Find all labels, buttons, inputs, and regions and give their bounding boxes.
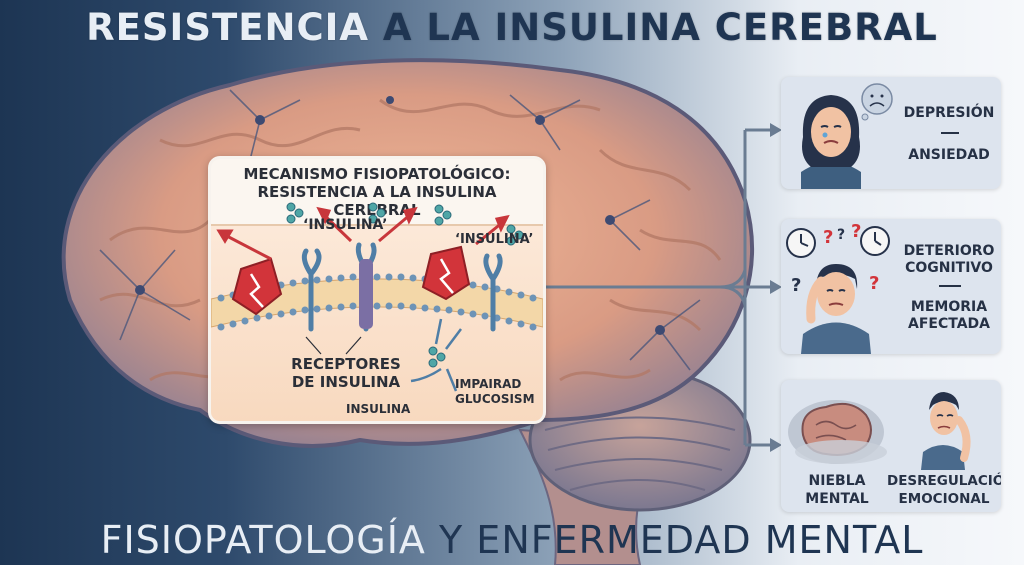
label-insulina-left: ‘INSULINA’ xyxy=(303,217,388,233)
separator xyxy=(939,285,961,287)
card-label-niebla: NIEBLA MENTAL xyxy=(789,472,885,508)
card-label-deterioro: DETERIORO COGNITIVO xyxy=(899,243,999,277)
stressed-man-icon xyxy=(921,392,971,470)
card-deterioro: ? ? ? ? ? DETERIORO COGNITIVO MEMORIA AF… xyxy=(781,219,1001,354)
card-label-desregulacion: DESREGULACIÓN EMOCIONAL xyxy=(887,472,1001,508)
separator xyxy=(941,132,959,134)
card-label-depresion: DEPRESIÓN xyxy=(903,105,995,121)
label-insulina-bottom: INSULINA xyxy=(346,402,411,416)
heading-line2: RESISTENCIA A LA INSULINA CEREBRAL xyxy=(257,183,497,219)
svg-text:?: ? xyxy=(791,275,801,296)
svg-text:?: ? xyxy=(837,227,845,243)
card-label-memoria: MEMORIA AFECTADA xyxy=(899,299,999,333)
label-impaired: IMPAIRAD GLUCOSISM xyxy=(455,377,535,407)
insulin-molecule-icon xyxy=(286,202,524,368)
svg-text:?: ? xyxy=(851,221,861,242)
card-label-memoria-a: MEMORIA xyxy=(910,299,988,315)
main-title-part1: RESISTENCIA xyxy=(86,6,370,49)
label-insulina-right: ‘INSULINA’ xyxy=(455,232,534,247)
main-title: RESISTENCIA A LA INSULINA CEREBRAL xyxy=(0,6,1024,49)
svg-text:?: ? xyxy=(823,227,833,248)
label-receptores: RECEPTORES DE INSULINA xyxy=(281,355,411,391)
connector-arrowheads xyxy=(770,123,782,452)
bottom-title-part2: Y ENFERMEDAD MENTAL xyxy=(425,518,924,562)
sad-face-bubble-icon xyxy=(861,83,893,121)
label-impaired-line1: IMPAIRAD xyxy=(455,377,522,391)
connector-lines xyxy=(540,128,770,447)
label-impaired-line2: GLUCOSISM xyxy=(455,392,535,406)
bottom-title: FISIOPATOLOGÍA Y ENFERMEDAD MENTAL xyxy=(0,518,1024,562)
question-mark-icon: ? ? ? ? ? xyxy=(791,221,879,296)
main-title-part2: A LA INSULINA CEREBRAL xyxy=(369,6,938,49)
label-receptores-line1: RECEPTORES xyxy=(291,355,401,373)
svg-text:?: ? xyxy=(869,273,879,294)
card-label-deterioro-a: DETERIORO xyxy=(903,243,995,259)
card-label-memoria-b: AFECTADA xyxy=(908,316,990,332)
membrane-diagram xyxy=(211,202,543,392)
damaged-receptor-icon xyxy=(231,245,471,316)
card-label-desregulacion-b: EMOCIONAL xyxy=(898,491,990,507)
foggy-brain-icon xyxy=(788,400,887,464)
sad-woman-icon xyxy=(801,83,893,189)
heading-line1: MECANISMO FISIOPATOLÓGICO: xyxy=(243,165,511,183)
mechanism-panel: MECANISMO FISIOPATOLÓGICO: RESISTENCIA A… xyxy=(208,156,546,424)
card-niebla-art xyxy=(788,392,971,470)
label-receptores-line2: DE INSULINA xyxy=(291,373,401,391)
card-depresion: DEPRESIÓN ANSIEDAD xyxy=(781,77,1001,189)
confused-man-icon: ? ? ? ? ? xyxy=(786,221,890,354)
card-label-desregulacion-a: DESREGULACIÓN xyxy=(887,473,1001,489)
clock-icon xyxy=(786,226,890,258)
card-label-ansiedad: ANSIEDAD xyxy=(908,147,990,163)
card-label-deterioro-b: COGNITIVO xyxy=(905,260,993,276)
card-label-niebla-a: NIEBLA xyxy=(808,473,866,489)
card-niebla: NIEBLA MENTAL DESREGULACIÓN EMOCIONAL xyxy=(781,380,1001,512)
bottom-title-part1: FISIOPATOLOGÍA xyxy=(100,518,426,562)
card-label-niebla-b: MENTAL xyxy=(805,491,869,507)
